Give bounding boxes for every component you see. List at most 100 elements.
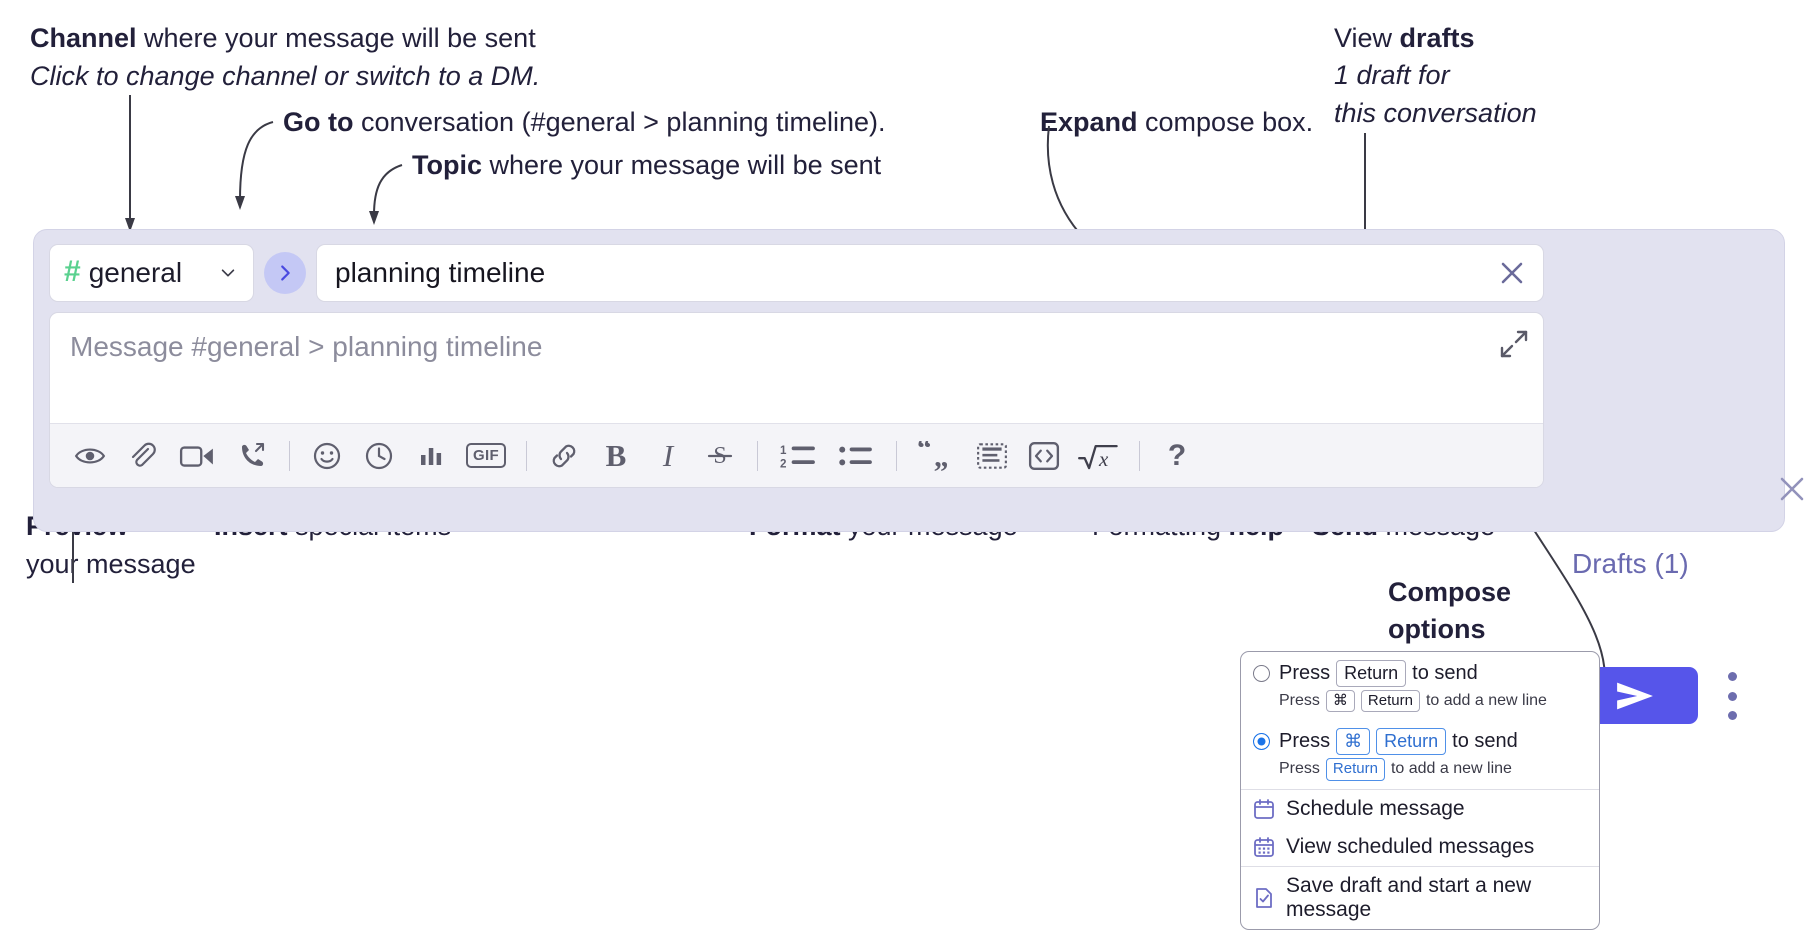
italic-glyph: I — [662, 437, 674, 473]
phone-forward-icon — [242, 442, 265, 466]
eye-icon — [74, 448, 106, 463]
compose-header-row: # general planning timeline — [49, 244, 1544, 302]
option1-sub-post: to add a new line — [1425, 691, 1547, 709]
toolbar-divider — [757, 440, 758, 471]
paperclip-icon — [131, 442, 156, 467]
preview-icon[interactable] — [64, 433, 116, 479]
clear-topic-icon[interactable] — [1495, 256, 1529, 290]
toolbar-divider — [289, 440, 290, 471]
send-option-cmd-return[interactable]: Press ⌘ Return to send — [1241, 720, 1599, 757]
option1-pre: Press — [1279, 661, 1331, 684]
poll-icon[interactable] — [405, 433, 457, 479]
close-compose-button[interactable] — [1776, 473, 1808, 505]
menu-item-schedule-message[interactable]: Schedule message — [1241, 790, 1599, 828]
ordered-list-icon[interactable]: 1 2 — [769, 433, 827, 479]
hash-icon: # — [64, 255, 81, 288]
calendar-grid-icon — [1254, 836, 1274, 857]
clock-icon[interactable] — [353, 433, 405, 479]
blockquote-icon[interactable]: “ „ — [908, 433, 966, 479]
annotation-topic: Topic where your message will be sent — [412, 149, 881, 182]
annotation-topic-rest: where your message will be sent — [482, 150, 882, 180]
message-placeholder: Message #general > planning timeline — [70, 331, 543, 362]
message-input[interactable]: Message #general > planning timeline — [50, 313, 1543, 423]
clock-face-icon — [365, 442, 393, 469]
code-block-icon[interactable] — [966, 433, 1018, 479]
expand-icon[interactable] — [1499, 329, 1529, 359]
send-option-cmd-return-sub: Press Return to add a new line — [1241, 757, 1599, 789]
quote-marks-icon: “ „ — [917, 441, 949, 471]
video-icon[interactable] — [168, 433, 226, 479]
option1-post: to send — [1412, 661, 1478, 684]
send-option-return-sub: Press ⌘ Return to add a new line — [1241, 689, 1599, 721]
annotation-expand-rest: compose box. — [1137, 107, 1314, 137]
bulleted-list-icon[interactable] — [827, 433, 885, 479]
topic-field[interactable]: planning timeline — [316, 244, 1544, 302]
annotation-expand-bold: Expand — [1040, 107, 1138, 137]
annotation-goto-bold: Go to — [283, 107, 354, 137]
video-camera-icon — [179, 445, 213, 467]
link-icon[interactable] — [538, 433, 590, 479]
option2-sub-pre: Press — [1279, 760, 1320, 778]
annotation-drafts: View drafts 1 draft for this conversatio… — [1334, 22, 1537, 130]
annotation-drafts-italic1: 1 draft for — [1334, 60, 1450, 91]
attachment-icon[interactable] — [116, 433, 168, 479]
italic-icon[interactable]: I — [642, 433, 694, 479]
menu-item-view-scheduled[interactable]: View scheduled messages — [1241, 828, 1599, 866]
option1-key-return: Return — [1336, 660, 1407, 687]
bold-glyph: B — [605, 437, 627, 473]
menu-item-save-draft[interactable]: Save draft and start a new message — [1241, 867, 1599, 929]
annotation-goto-rest: conversation (#general > planning timeli… — [353, 107, 886, 137]
menu-item-label: Schedule message — [1286, 796, 1465, 820]
toolbar-divider — [526, 440, 527, 471]
annotation-compose-options-bold1: Compose — [1388, 577, 1512, 607]
option1-sub-key-cmd: ⌘ — [1325, 689, 1355, 713]
option2-sub-post: to add a new line — [1390, 760, 1512, 778]
channel-selector[interactable]: # general — [49, 244, 254, 302]
option2-post: to send — [1452, 730, 1518, 752]
svg-text:“: “ — [917, 441, 932, 465]
svg-text:2: 2 — [780, 457, 786, 470]
strikethrough-icon[interactable]: S — [694, 433, 746, 479]
drafts-link[interactable]: Drafts (1) — [1572, 548, 1689, 579]
annotation-channel-rest: where your message will be sent — [136, 23, 536, 53]
compose-options-menu: Press Return to send Press ⌘ Return to a… — [1240, 651, 1600, 930]
goto-conversation-button[interactable] — [264, 252, 306, 294]
chevron-right-icon — [281, 265, 290, 281]
angle-brackets-icon — [1028, 441, 1060, 470]
formatting-toolbar: GIF B I — [50, 423, 1543, 487]
compose-options-button[interactable] — [1721, 672, 1743, 720]
formatting-help-icon[interactable]: ? — [1151, 433, 1203, 479]
message-card: Message #general > planning timeline — [49, 312, 1544, 488]
smiley-icon — [313, 442, 341, 469]
toolbar-divider — [896, 440, 897, 471]
option2-key-cmd: ⌘ — [1336, 728, 1371, 755]
annotation-topic-bold: Topic — [412, 150, 482, 180]
gif-icon[interactable]: GIF — [457, 433, 515, 479]
huddle-icon[interactable] — [226, 433, 278, 479]
option2-sub-key-return: Return — [1325, 757, 1385, 781]
bold-icon[interactable]: B — [590, 433, 642, 479]
latex-icon[interactable]: x — [1070, 433, 1128, 479]
send-option-return[interactable]: Press Return to send — [1241, 652, 1599, 689]
topic-value: planning timeline — [335, 257, 546, 288]
square-root-x-icon: x — [1078, 444, 1118, 470]
annotation-compose-options-bold2: options — [1388, 614, 1486, 645]
compose-box: # general planning timeline M — [33, 229, 1804, 724]
send-icon — [1616, 682, 1653, 709]
annotation-drafts-lead: View — [1334, 23, 1400, 53]
more-vertical-dot — [1727, 711, 1737, 720]
annotation-drafts-bold: drafts — [1399, 23, 1475, 53]
radio-cmd-return[interactable] — [1253, 733, 1270, 751]
menu-item-label: Save draft and start a new message — [1286, 873, 1532, 921]
code-icon[interactable] — [1018, 433, 1070, 479]
emoji-icon[interactable] — [301, 433, 353, 479]
chain-link-icon — [552, 444, 576, 467]
annotation-preview-rest: your message — [26, 549, 196, 580]
bullet-list-icon — [839, 446, 872, 465]
menu-divider — [1241, 788, 1599, 790]
code-block-glyph-icon — [977, 442, 1007, 469]
option2-key-return: Return — [1376, 728, 1447, 755]
option1-sub-pre: Press — [1279, 691, 1320, 709]
radio-return[interactable] — [1253, 665, 1270, 682]
annotation-channel: Channel where your message will be sent … — [30, 22, 540, 94]
